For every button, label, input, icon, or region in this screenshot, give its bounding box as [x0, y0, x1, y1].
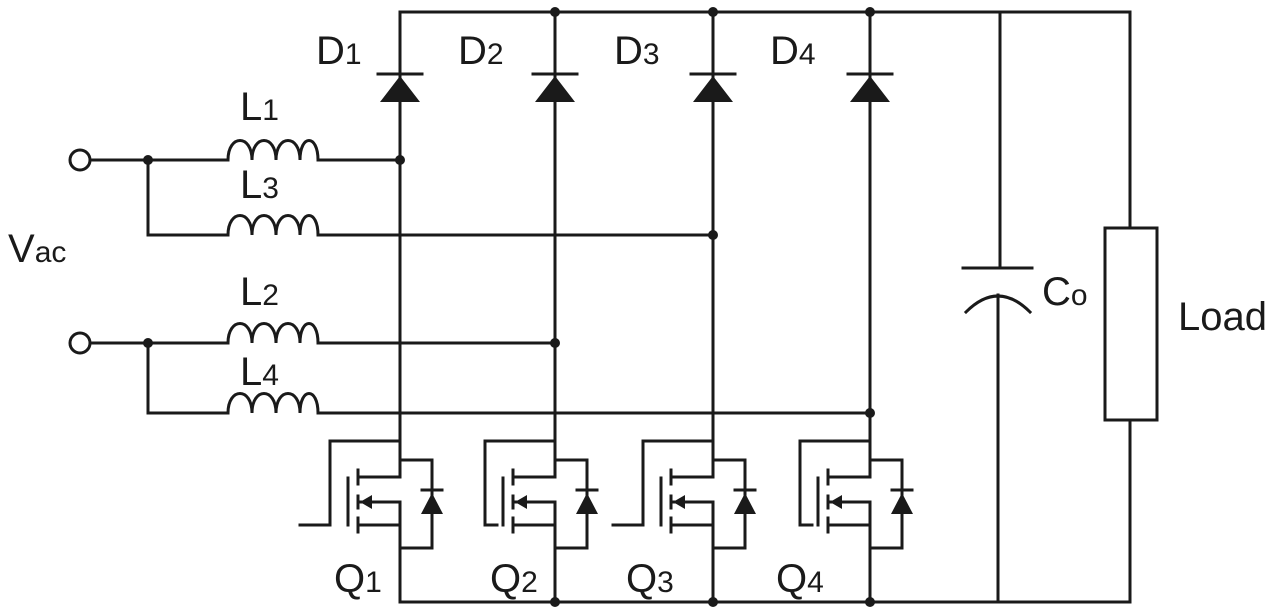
- switch-q1-label: Q1: [334, 557, 382, 601]
- diode-d2: [531, 10, 579, 457]
- mosfet-q4: [798, 439, 914, 604]
- top-dc-rail: [398, 10, 1132, 230]
- diode-d2-label: D2: [458, 29, 504, 73]
- inductor-l2: [88, 322, 557, 345]
- output-capacitor: [961, 10, 1034, 604]
- inductor-l4: [146, 341, 872, 415]
- load-label: Load: [1178, 295, 1267, 339]
- load-resistor: [1103, 226, 1159, 422]
- phase-leg-1: [298, 10, 444, 604]
- switch-q2-label: Q2: [490, 557, 538, 601]
- junction-dots: [143, 7, 875, 607]
- inductor-l3-label: L3: [240, 163, 279, 207]
- ac-terminal-top: [68, 148, 92, 172]
- diode-d4: [846, 10, 894, 457]
- phase-leg-4: [798, 10, 914, 604]
- ac-terminal-bottom: [68, 331, 92, 355]
- inductor-l4-label: L4: [240, 350, 279, 394]
- diode-d1-label: D1: [316, 29, 362, 73]
- inductor-l3: [146, 158, 715, 237]
- vac-label: Vac: [8, 227, 66, 271]
- mosfet-q2: [483, 439, 599, 604]
- phase-leg-2: [483, 10, 599, 604]
- inductor-l1-label: L1: [240, 85, 279, 129]
- mosfet-q1: [298, 439, 444, 604]
- inductor-l2-label: L2: [240, 270, 279, 314]
- inductor-l1: [88, 139, 402, 162]
- diode-d1: [376, 10, 424, 457]
- switch-q3-label: Q3: [626, 557, 674, 601]
- capacitor-label: Co: [1042, 270, 1088, 314]
- diode-d3-label: D3: [614, 29, 660, 73]
- diode-d4-label: D4: [770, 29, 816, 73]
- switch-q4-label: Q4: [776, 557, 824, 601]
- phase-leg-3: [611, 10, 757, 604]
- bottom-dc-rail: [398, 418, 1132, 604]
- mosfet-q3: [611, 439, 757, 604]
